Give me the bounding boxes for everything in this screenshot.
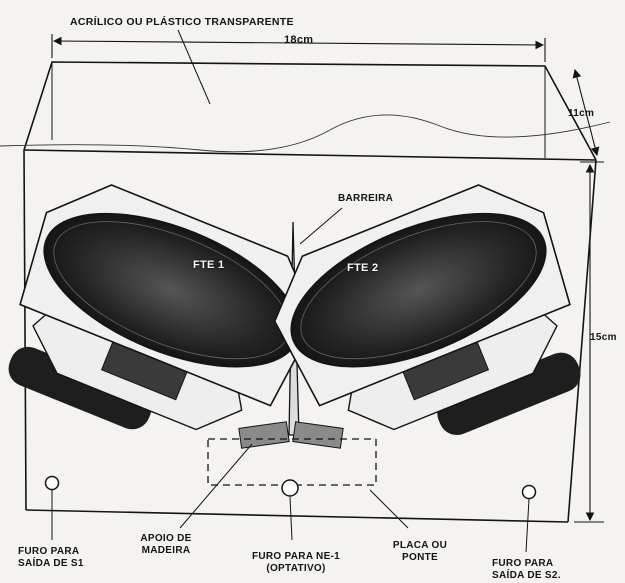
label-hole-s1: FURO PARA SAÍDA DE S1 xyxy=(18,546,84,570)
label-hole-s1-line1: FURO PARA xyxy=(18,546,80,557)
label-barrier: BARREIRA xyxy=(338,193,394,204)
label-hole-s2-line1: FURO PARA xyxy=(492,558,554,569)
hole-s2 xyxy=(521,484,537,500)
label-board: PLACA OU PONTE xyxy=(390,540,450,564)
label-hole-s1-line2: SAÍDA DE S1 xyxy=(18,558,84,569)
label-board-line2: PONTE xyxy=(402,552,438,563)
label-height-dim: 15cm xyxy=(590,332,617,343)
label-board-line1: PLACA OU xyxy=(392,540,448,551)
leader-wood-support xyxy=(179,443,253,529)
dimension-height xyxy=(574,161,604,523)
leader-hole-s2 xyxy=(525,498,530,553)
label-speaker-fte1: FTE 1 xyxy=(193,259,225,271)
leader-board xyxy=(369,489,409,529)
label-hole-ne1-line2: (OPTATIVO) xyxy=(266,563,326,574)
speaker-fte2 xyxy=(273,184,581,436)
label-depth-dim: 11cm xyxy=(568,108,595,119)
label-hole-ne1-line1: FURO PARA NE-1 xyxy=(251,551,341,562)
label-hole-ne1: FURO PARA NE-1 (OPTATIVO) xyxy=(246,551,346,575)
speaker-fte2-magnet xyxy=(437,352,581,436)
transparency-sketch-line xyxy=(0,114,611,153)
wood-support-right xyxy=(292,421,344,449)
dimension-width xyxy=(51,34,546,62)
box-top-front-edge xyxy=(23,149,597,161)
label-wood-support: APOIO DE MADEIRA xyxy=(134,533,198,557)
speaker-fte1 xyxy=(8,184,317,431)
leader-barrier xyxy=(299,207,343,245)
label-hole-s2: FURO PARA SAÍDA DE S2. xyxy=(492,558,561,582)
board-outline xyxy=(207,438,377,486)
box-bottom-edge xyxy=(25,509,569,523)
label-wood-support-line2: MADEIRA xyxy=(141,545,191,556)
box-left-edge xyxy=(23,149,27,511)
label-hole-s2-line2: SAÍDA DE S2. xyxy=(492,570,561,581)
leader-lines xyxy=(51,29,530,553)
box-top-back-edges xyxy=(23,61,597,161)
hole-ne1 xyxy=(281,479,299,497)
label-width-dim: 18cm xyxy=(284,34,314,46)
leader-top-material xyxy=(177,29,211,105)
hole-s1 xyxy=(44,475,60,491)
wood-support-left xyxy=(238,421,290,449)
speaker-fte2-cone xyxy=(290,212,547,368)
leader-hole-ne1 xyxy=(289,496,293,541)
label-speaker-fte2: FTE 2 xyxy=(347,262,379,274)
label-wood-support-line1: APOIO DE xyxy=(140,533,192,544)
speaker-fte1-magnet xyxy=(8,346,152,430)
dimension-depth xyxy=(572,68,600,157)
label-top-material: ACRÍLICO OU PLÁSTICO TRANSPARENTE xyxy=(70,16,294,28)
